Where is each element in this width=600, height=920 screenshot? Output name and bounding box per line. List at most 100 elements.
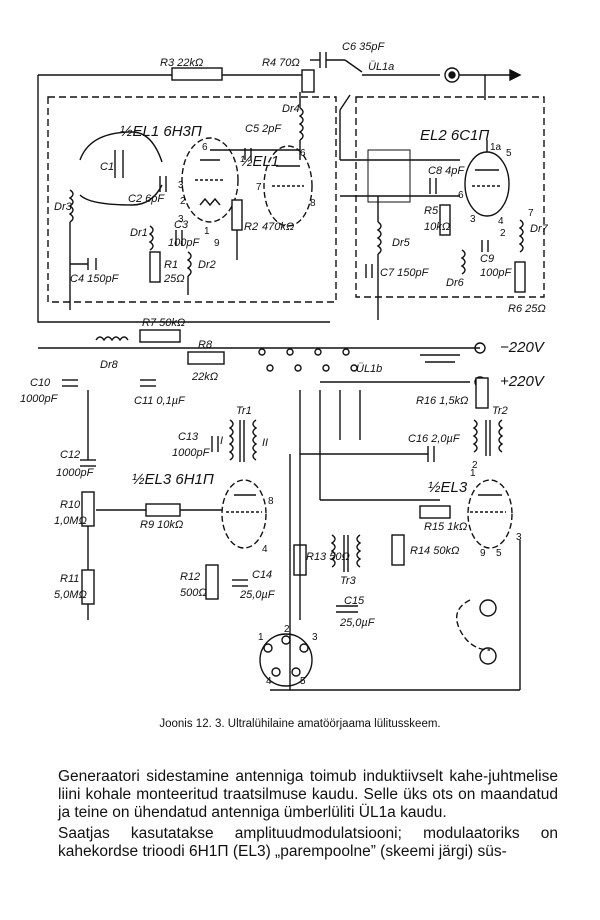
connector-socket [259,633,313,687]
resistor-r3 [171,67,223,81]
pin-number: 3 [470,214,476,225]
resistor-r12 [205,564,219,600]
label-r8: R8 [198,339,213,351]
label-r13: R13 50Ω [306,551,350,563]
choke-dr5 [376,221,382,255]
transformer-tr1 [228,419,258,462]
pin-number: 2 [500,228,506,239]
resistor-r8 [187,351,225,365]
label-c8: C8 4pF [428,165,465,177]
label-r5-value: 10kΩ [424,221,450,233]
pin-number: 4 [266,676,272,687]
label-ul1b: ÜL1b [356,363,382,375]
label-tube2: EL2 6C1П [420,127,489,144]
pin-number: 8 [310,198,316,209]
label-c7: C7 150pF [380,267,430,279]
resistor-r1 [149,251,161,283]
label-c16: C16 2,0µF [408,433,461,445]
resistor-r6 [514,261,526,293]
body-text: Generaatori sidestamine antenniga toimub… [58,768,558,864]
label-dr1: Dr1 [130,227,148,239]
label-winding-i: I [220,435,223,447]
label-ul1a: ÜL1a [368,61,394,73]
pin-number: 4 [498,216,504,227]
label-c9: C9 [480,253,494,265]
pin-number: 3 [178,180,184,191]
resistor-r15 [419,505,451,519]
pin-number: 2 [472,460,478,471]
pin-number: 6 [300,148,306,159]
pin-number: 6 [458,190,464,201]
choke-dr3 [68,189,74,223]
pin-number: 5 [300,676,306,687]
pin-number: 9 [480,548,486,559]
label-c12: C12 [60,449,80,461]
label-r11: R11 [60,573,79,585]
label-c4: C4 150pF [70,273,120,285]
tube-el2 [464,151,510,217]
label-r6: R6 25Ω [508,303,546,315]
pin-number: 2 [180,196,186,207]
resistor-r14 [391,534,405,566]
tube-el3-right [467,479,513,549]
paragraph-1: Generaatori sidestamine antenniga toimub… [58,768,558,821]
resistor-r9 [145,503,181,517]
label-c6: C6 35pF [342,41,385,53]
label-c10-value: 1000pF [20,393,59,405]
headphone-icon [479,647,497,665]
label-r14: R14 50kΩ [410,545,459,557]
label-r4: R4 70Ω [262,57,300,69]
pin-number: 9 [214,238,220,249]
label-tr2: Tr2 [492,405,508,417]
choke-dr6 [460,249,466,275]
resistor-r2 [231,199,243,231]
label-dr3: Dr3 [54,201,73,213]
resistor-r5 [439,204,451,236]
label-dr8: Dr8 [100,359,119,371]
microphone-icon [479,599,497,617]
label-tube1b: ½EL1 [240,153,279,170]
label-r15: R15 1kΩ [424,521,467,533]
pin-number: 1 [204,226,210,237]
label-c13: C13 [178,431,199,443]
pin-number: 8 [268,496,274,507]
label-r12: R12 [180,571,200,583]
choke-dr8 [95,336,129,342]
tube-el1-left [181,137,239,223]
resistor-r7 [139,329,181,343]
label-tr1: Tr1 [236,405,252,417]
tank-loop [79,131,163,163]
schematic-diagram: R3 22kΩ R4 70Ω C6 35pF ÜL1a Dr4 ½EL1 6H3… [20,41,549,691]
resistor-r4 [301,69,315,93]
label-c14: C14 [252,569,272,581]
pin-number: 1 [258,632,264,643]
amplifier-shield-box [355,96,545,298]
label-c13-value: 1000pF [172,447,211,459]
label-dr2: Dr2 [198,259,216,271]
label-r1: R1 [164,259,178,271]
label-r8-value: 22kΩ [191,371,218,383]
choke-dr2 [186,251,192,277]
label-tr3: Tr3 [340,575,357,587]
figure-caption: Joonis 12. 3. Ultralühilaine amatöörjaam… [159,718,441,730]
pin-number: 3 [516,532,522,543]
minus220-terminal [474,342,486,354]
label-r2-value: 470kΩ [262,221,294,233]
label-dr6: Dr6 [446,277,465,289]
tube-el1-right [263,145,313,227]
two-wire-line [367,149,411,203]
pin-number: 7 [256,182,262,193]
label-c15-value: 25,0µF [339,617,376,629]
switch-ul1b [258,348,358,372]
label-r9: R9 10kΩ [140,519,183,531]
resistor-r16 [475,377,489,409]
pin-number: 3 [178,214,184,225]
label-r5: R5 [424,205,439,217]
pin-number: 7 [528,208,534,219]
label-winding-ii: II [262,437,268,449]
pin-number: 5 [506,148,512,159]
pin-number: 1a [490,142,502,153]
label-c14-value: 25,0µF [239,589,276,601]
label-c1: C1 [100,161,114,173]
